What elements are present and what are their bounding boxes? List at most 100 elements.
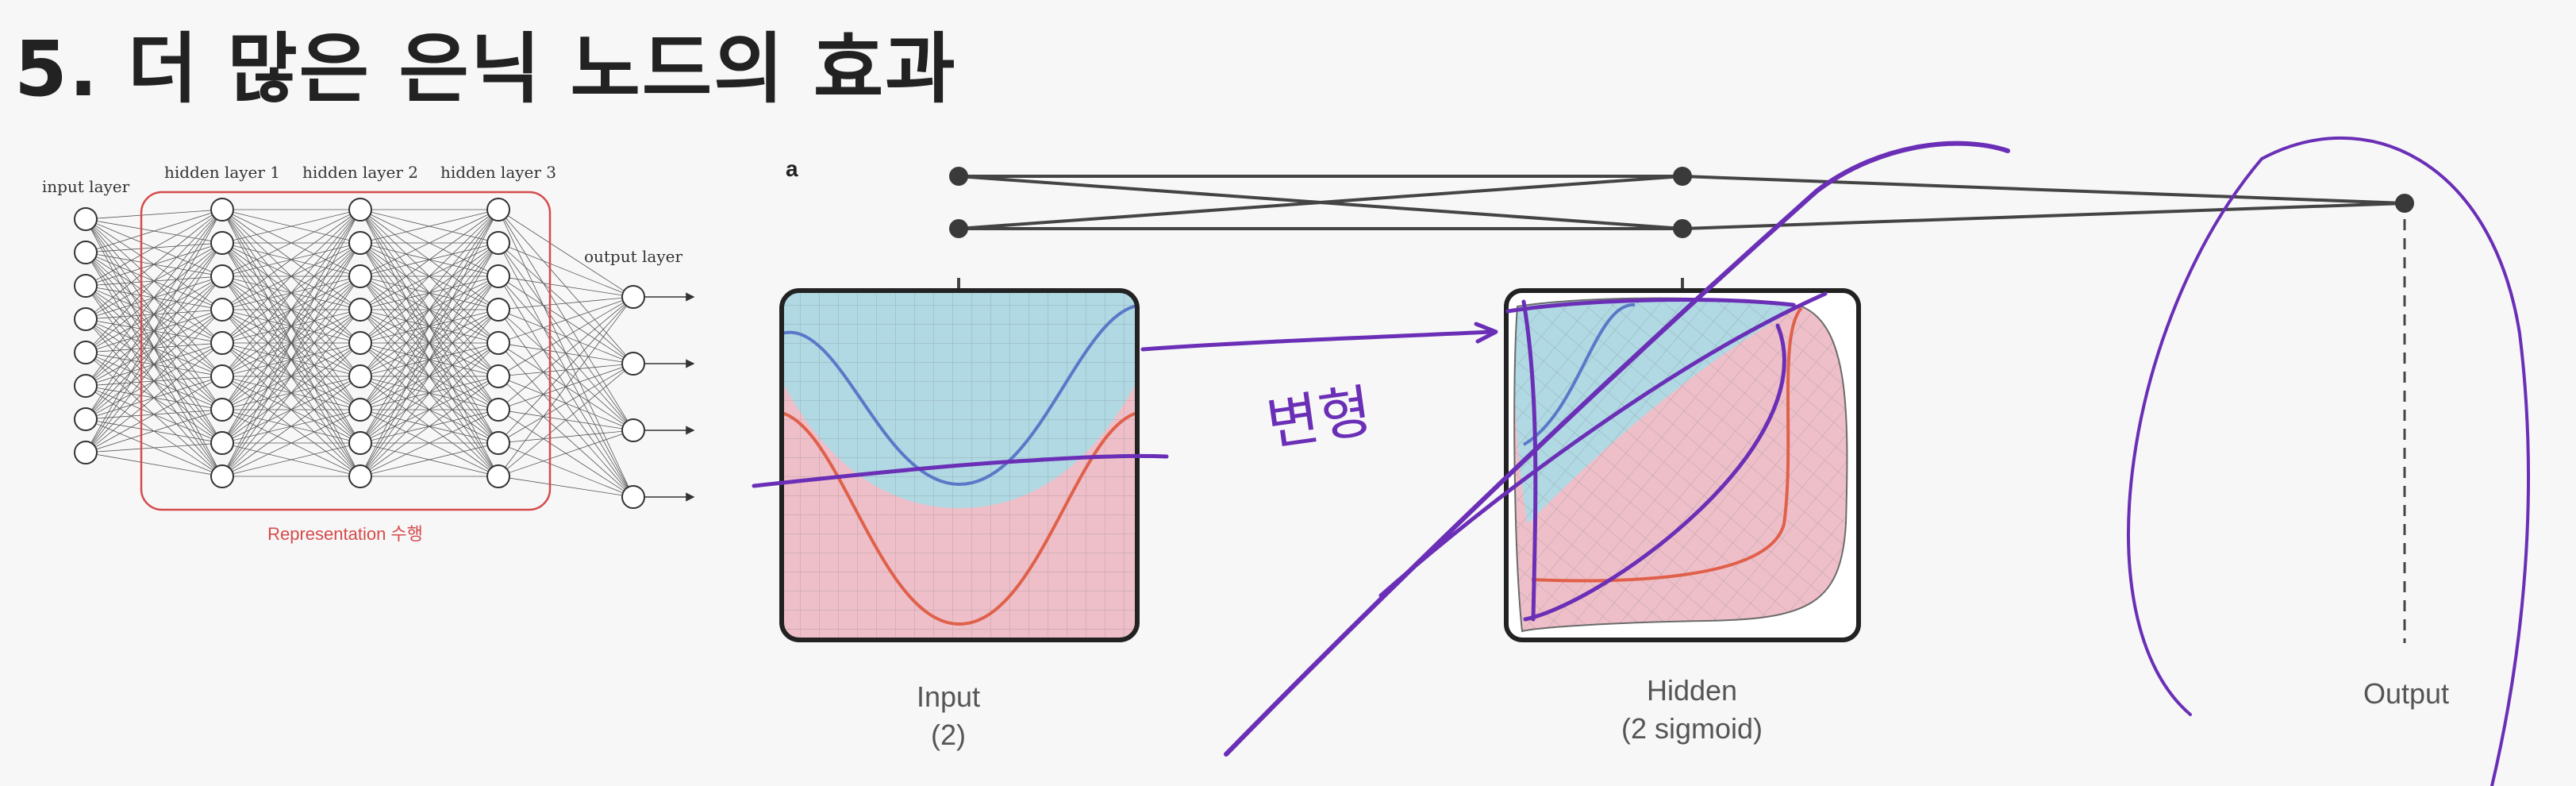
network-edges <box>85 209 695 502</box>
network-edge <box>85 209 223 287</box>
hidden-layer-3-label: hidden layer 3 <box>440 163 556 182</box>
network-edge <box>359 209 499 310</box>
network-edge <box>498 296 634 344</box>
network-edge <box>221 409 361 477</box>
long-diagonal-stroke <box>1224 141 2010 757</box>
network-edge <box>221 209 361 444</box>
network-edge <box>85 209 223 220</box>
network-edge <box>85 209 223 253</box>
hidden-node <box>486 264 510 288</box>
output-layer-label: output layer <box>584 247 682 266</box>
hidden-left-stroke <box>1521 299 1538 622</box>
hidden-node <box>210 331 234 355</box>
input-subcaption: (2) <box>931 719 966 751</box>
network-edge <box>498 296 634 377</box>
transform-arrowhead <box>1474 322 1498 344</box>
network-edge <box>85 442 223 453</box>
output-node <box>2395 194 2414 213</box>
output-node <box>621 285 645 309</box>
network-edge <box>221 442 361 477</box>
hidden-node <box>348 431 372 455</box>
hidden-node <box>348 264 372 288</box>
input-node <box>74 241 98 264</box>
network-edge <box>359 442 499 477</box>
network-edge <box>359 275 499 477</box>
input-layer-label: input layer <box>42 177 130 196</box>
network-edge <box>359 209 499 444</box>
hidden-node <box>486 431 510 455</box>
hidden-node <box>210 398 234 422</box>
network-edge <box>359 242 499 477</box>
network-edge <box>221 209 361 377</box>
input-node <box>74 407 98 431</box>
network-edge <box>221 209 361 310</box>
network-edge <box>359 376 499 477</box>
network-edge <box>498 209 634 298</box>
network-edge <box>85 209 223 320</box>
network-edge <box>85 342 223 453</box>
input-node <box>74 374 98 398</box>
network-edge <box>359 409 499 477</box>
hidden-node <box>348 331 372 355</box>
transform-arrow-stroke <box>1140 329 1494 352</box>
hidden-node <box>486 364 510 388</box>
network-edge <box>221 209 361 244</box>
network-edge <box>85 209 223 453</box>
network-edge <box>498 242 634 298</box>
network-edge <box>85 309 223 453</box>
input-node <box>74 207 98 231</box>
representation-label: Representation 수행 <box>267 524 423 544</box>
network-edge <box>85 376 223 453</box>
red-curve <box>782 411 1137 626</box>
output-node <box>621 485 645 509</box>
network-edge <box>221 209 361 410</box>
neural-network: input layer hidden layer 1 hidden layer … <box>42 163 695 544</box>
input-frame <box>779 288 1140 642</box>
output-caption: Output <box>2363 677 2449 710</box>
network-edge <box>359 209 499 244</box>
handwritten-transform-label: 변형 <box>1263 377 1376 458</box>
hidden-node <box>486 464 510 488</box>
blue-curve <box>782 304 1137 487</box>
network-edge <box>359 309 499 477</box>
representation-box <box>140 191 552 511</box>
hidden-node-2 <box>1673 219 1692 238</box>
network-edge <box>221 242 361 477</box>
network-edge <box>221 376 361 477</box>
network-edge <box>85 409 223 453</box>
network-edge <box>221 342 361 477</box>
hidden-node <box>348 298 372 322</box>
hidden-node <box>486 398 510 422</box>
hidden-node <box>210 431 234 455</box>
network-edge <box>498 430 634 444</box>
hidden-node <box>210 231 234 255</box>
hidden-frame <box>1504 288 1861 642</box>
hidden-blue-curve <box>1523 302 1636 446</box>
hidden-node <box>210 264 234 288</box>
small-network <box>957 175 2406 643</box>
small-network-nodes <box>949 167 2414 238</box>
input-node <box>74 274 98 298</box>
network-edge <box>359 209 499 277</box>
network-edge <box>221 209 361 277</box>
network-edge <box>221 209 361 344</box>
network-edge <box>359 209 499 344</box>
hidden-node <box>348 464 372 488</box>
input-caption: Input <box>917 680 980 713</box>
hidden-node <box>486 198 510 222</box>
network-edge <box>85 275 223 453</box>
panel-letter: a <box>786 156 798 181</box>
network-edge <box>498 476 634 498</box>
input-node-1 <box>949 167 968 186</box>
input-node-2 <box>949 219 968 238</box>
network-edge <box>221 275 361 477</box>
input-node <box>74 307 98 331</box>
hidden-node <box>348 231 372 255</box>
input-panel: Input (2) <box>779 288 1140 751</box>
input-node <box>74 441 98 464</box>
hidden-node <box>348 398 372 422</box>
hidden-layer-2-label: hidden layer 2 <box>302 163 418 182</box>
handwritten-annotations <box>752 136 2530 786</box>
output-node <box>621 418 645 442</box>
output-loop-stroke <box>2127 136 2530 786</box>
